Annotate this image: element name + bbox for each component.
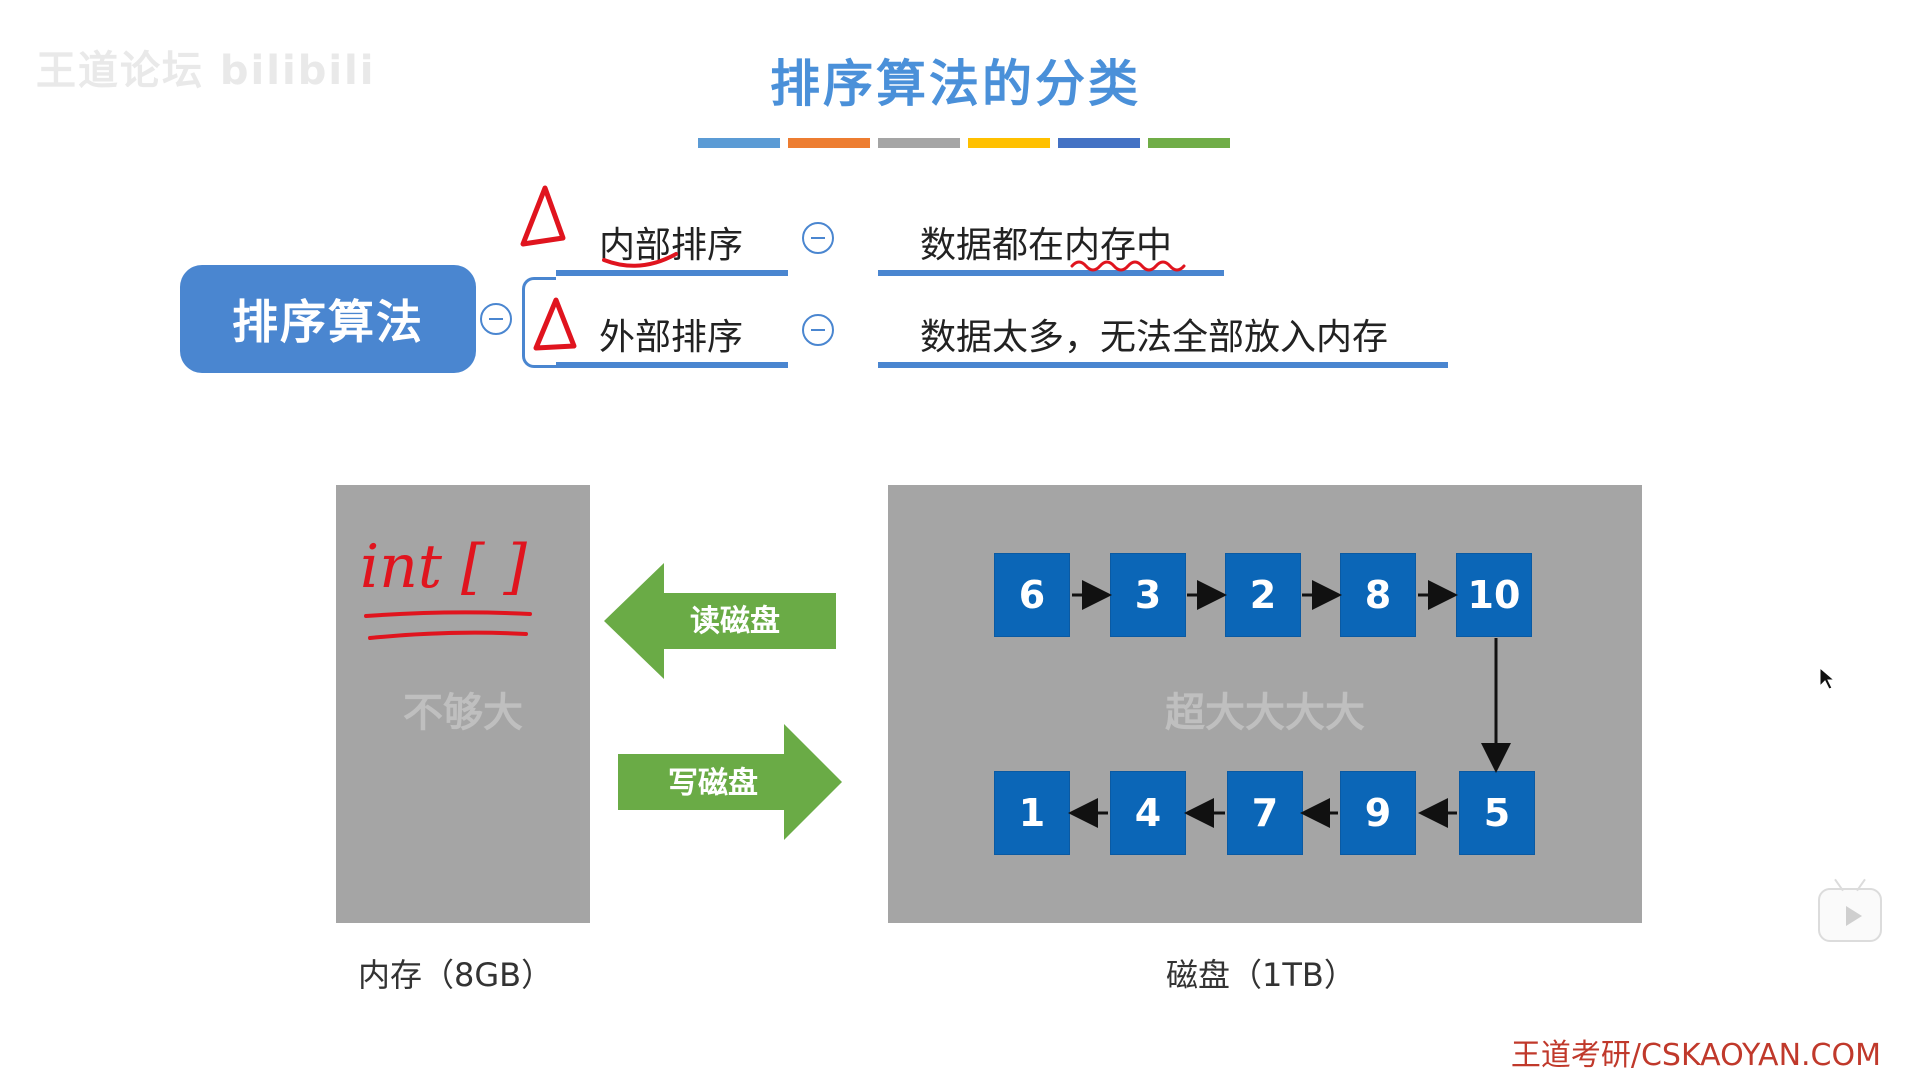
disk-block: 1 xyxy=(994,771,1070,855)
handwritten-triangle-mark xyxy=(520,185,566,247)
title-color-bar xyxy=(698,138,1230,148)
memory-panel-caption: 不够大 xyxy=(403,690,523,736)
read-disk-label: 读磁盘 xyxy=(690,604,780,639)
write-disk-label: 写磁盘 xyxy=(668,766,758,801)
color-bar-segment xyxy=(968,138,1050,148)
handwritten-code-annotation: int [ ] xyxy=(360,532,527,602)
detail-underline xyxy=(878,362,1448,368)
page-title: 排序算法的分类 xyxy=(770,55,1141,113)
collapse-internal-sort-icon[interactable] xyxy=(802,222,834,254)
memory-panel xyxy=(336,485,590,923)
branch-detail-internal-sort: 数据都在内存中 xyxy=(920,225,1173,266)
handwritten-wavy-underline xyxy=(1070,260,1186,272)
detail-underline xyxy=(878,270,1224,276)
collapse-root-icon[interactable] xyxy=(480,303,512,335)
color-bar-segment xyxy=(878,138,960,148)
disk-block: 9 xyxy=(1340,771,1416,855)
branch-connector xyxy=(522,277,556,368)
block-link-arrows xyxy=(1068,580,1511,828)
collapse-external-sort-icon[interactable] xyxy=(802,314,834,346)
handwritten-underline xyxy=(602,252,678,268)
handwritten-double-underline xyxy=(364,610,532,640)
color-bar-segment xyxy=(1058,138,1140,148)
disk-label: 磁盘（1TB） xyxy=(1166,956,1356,994)
watermark-logo: 王道论坛 bilibili xyxy=(36,48,376,94)
disk-block: 4 xyxy=(1110,771,1186,855)
disk-block: 6 xyxy=(994,553,1070,637)
branch-label-external-sort[interactable]: 外部排序 xyxy=(599,317,744,358)
write-disk-arrow xyxy=(618,724,842,840)
disk-block: 3 xyxy=(1110,553,1186,637)
branch-detail-external-sort: 数据太多，无法全部放入内存 xyxy=(920,317,1389,358)
branch-underline xyxy=(556,270,788,276)
color-bar-segment xyxy=(788,138,870,148)
branch-underline xyxy=(556,362,788,368)
disk-block: 10 xyxy=(1456,553,1532,637)
color-bar-segment xyxy=(1148,138,1230,148)
disk-block: 8 xyxy=(1340,553,1416,637)
disk-block: 7 xyxy=(1227,771,1303,855)
color-bar-segment xyxy=(698,138,780,148)
disk-block: 5 xyxy=(1459,771,1535,855)
branch-label-internal-sort[interactable]: 内部排序 xyxy=(599,225,744,266)
read-disk-arrow xyxy=(604,563,836,679)
footer-site-url: 王道考研/CSKAOYAN.COM xyxy=(1510,1038,1881,1073)
mouse-cursor-icon xyxy=(1819,666,1836,690)
handwritten-triangle-mark xyxy=(533,297,577,351)
mindmap-root-node[interactable]: 排序算法 xyxy=(180,265,476,373)
memory-label: 内存（8GB） xyxy=(358,956,554,994)
disk-panel-caption: 超大大大大 xyxy=(1165,690,1365,736)
disk-block: 2 xyxy=(1225,553,1301,637)
play-video-icon[interactable] xyxy=(1818,888,1882,942)
